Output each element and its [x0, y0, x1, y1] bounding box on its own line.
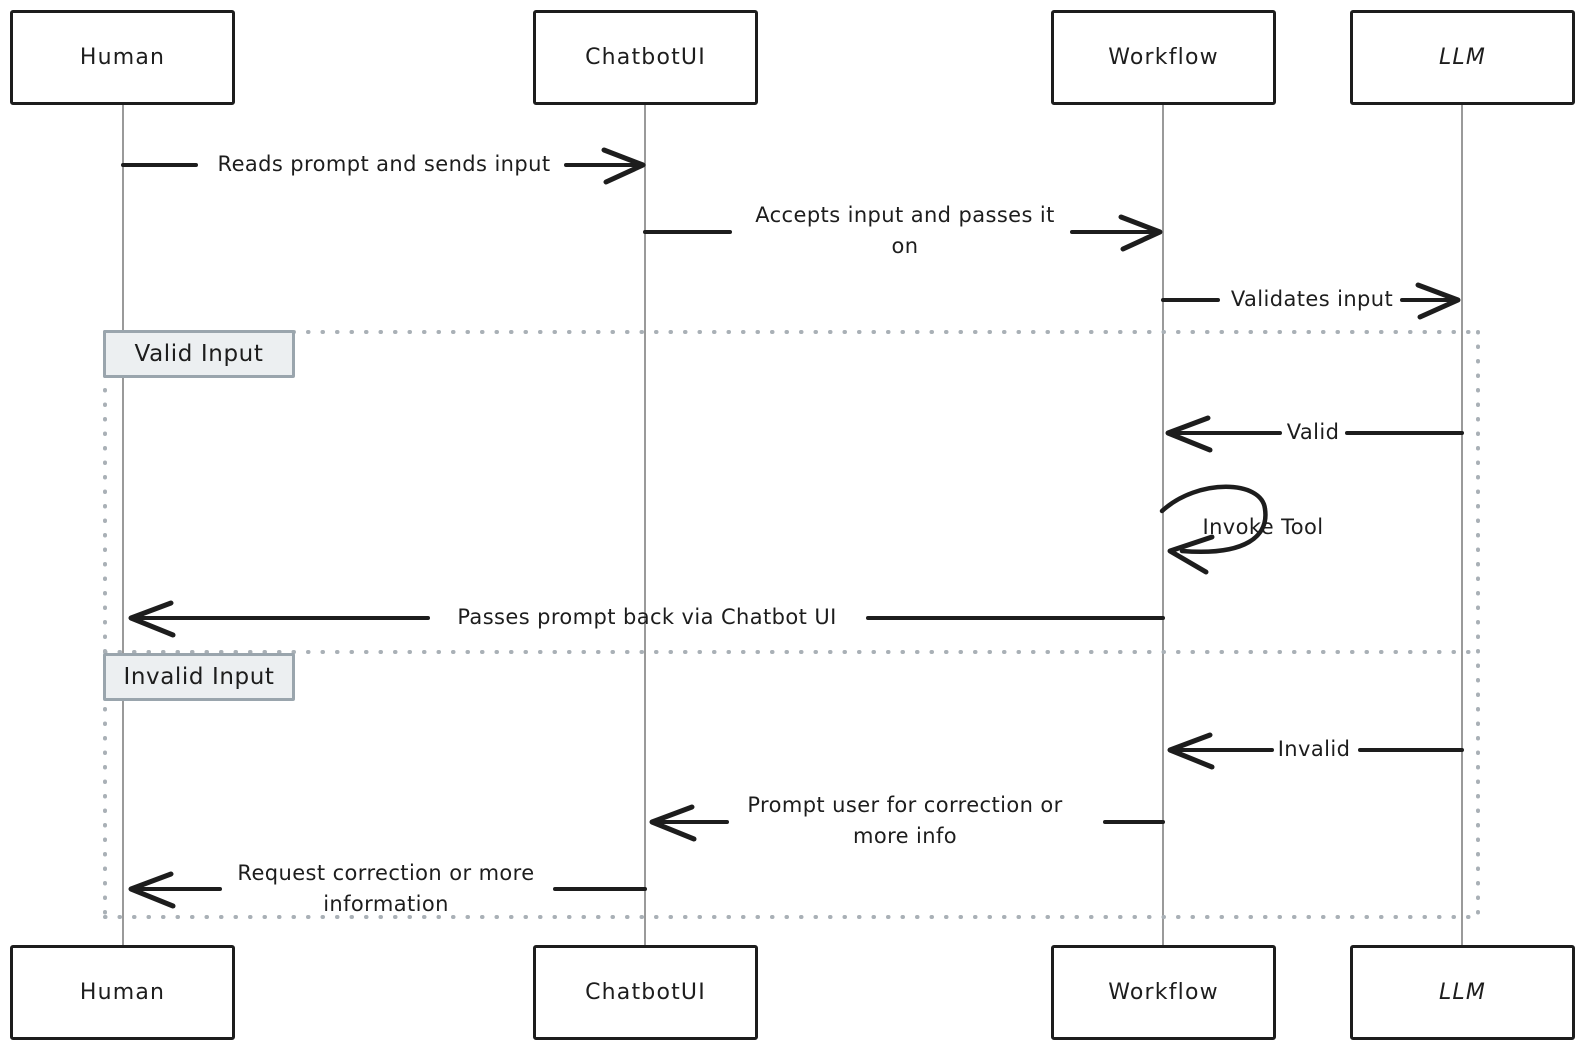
actor-box-workflow-bottom: Workflow [1051, 945, 1276, 1040]
actor-label: Human [79, 45, 166, 70]
section-label-valid-input: Valid Input [103, 330, 295, 378]
section-label-text: Valid Input [134, 341, 264, 367]
m4-arrowhead-left-icon [1165, 415, 1213, 453]
actor-box-llm-top: LLM [1350, 10, 1575, 105]
message-label-m8-line2: more info [852, 824, 958, 848]
actor-box-chatbotui-bottom: ChatbotUI [533, 945, 758, 1040]
m9-arrowhead-left-icon [128, 871, 176, 909]
message-label-m6: Passes prompt back via Chatbot UI [457, 605, 837, 629]
m2-arrowhead-right-icon [1118, 214, 1163, 252]
actor-box-human-top: Human [10, 10, 235, 105]
message-label-m3: Validates input [1230, 287, 1394, 311]
actor-label: Human [79, 980, 166, 1005]
actor-box-workflow-top: Workflow [1051, 10, 1276, 105]
actor-label: ChatbotUI [585, 980, 706, 1005]
section-label-invalid-input: Invalid Input [103, 653, 295, 701]
message-label-m4: Valid [1286, 420, 1340, 444]
message-label-m9-line1: Request correction or more [237, 861, 535, 885]
message-label-m8-line1: Prompt user for correction or [747, 793, 1063, 817]
actor-label: ChatbotUI [585, 45, 706, 70]
message-label-m8: Prompt user for correction or more info [747, 790, 1062, 852]
m5-arrowhead-left-icon [1167, 534, 1215, 575]
message-label-m2: Accepts input and passes it on [755, 200, 1055, 262]
actor-label: LLM [1438, 45, 1487, 70]
message-label-m1: Reads prompt and sends input [217, 152, 551, 176]
m8-arrowhead-left-icon [649, 804, 697, 842]
message-label-m7: Invalid [1277, 737, 1351, 761]
message-label-m2-line1: Accepts input and passes it [755, 203, 1055, 227]
m3-arrowhead-right-icon [1415, 282, 1461, 320]
m6-arrowhead-left-icon [128, 600, 176, 638]
message-label-m2-line2: on [891, 234, 919, 258]
actor-box-llm-bottom: LLM [1350, 945, 1575, 1040]
message-label-m5: Invoke Tool [1202, 515, 1324, 539]
message-label-m9: Request correction or more information [237, 858, 534, 920]
m1-arrowhead-right-icon [601, 147, 646, 185]
actor-label: LLM [1438, 980, 1487, 1005]
m7-arrowhead-left-icon [1167, 732, 1215, 770]
actor-label: Workflow [1108, 45, 1219, 70]
actor-label: Workflow [1108, 980, 1219, 1005]
m5-self-loop-line [1159, 484, 1268, 554]
actor-box-human-bottom: Human [10, 945, 235, 1040]
actor-box-chatbotui-top: ChatbotUI [533, 10, 758, 105]
section-label-text: Invalid Input [123, 664, 275, 690]
message-label-m9-line2: information [323, 892, 449, 916]
